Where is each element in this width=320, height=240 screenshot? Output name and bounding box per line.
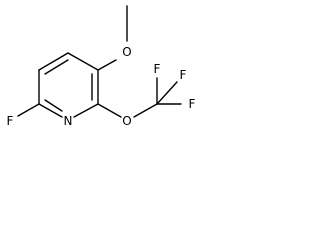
atom-label-cf3-fluorine-right: F [189, 97, 196, 111]
atom-label-trifluoromethoxy-oxygen: O [122, 114, 131, 128]
ring-bond-c3-c4 [67, 52, 99, 71]
atom-label-ring-fluorine: F [7, 114, 14, 128]
ring-double-bond-c4-c5 [44, 59, 69, 75]
atom-label-cf3-fluorine-top-left: F [154, 62, 161, 76]
atom-label-methoxy-oxygen: O [122, 45, 131, 59]
atom-label-cf3-fluorine-top-right: F [180, 68, 187, 82]
bond-trifluoromethoxy-oxygen-carbon [133, 103, 158, 118]
ring-bond-c4-c5 [38, 52, 69, 71]
atom-label-ring-nitrogen: N [64, 114, 73, 128]
bond-c2-trifluoromethoxy-oxygen [97, 103, 122, 118]
ring-double-bond-c6-n [44, 99, 63, 112]
ring-bond-n-c2 [73, 103, 99, 118]
bond-c6-fluorine [17, 103, 40, 117]
bond-cf3-fluorine-top-right [156, 81, 178, 105]
ring-bond-c6-n [38, 103, 63, 118]
bond-c3-methoxy-oxygen [97, 59, 117, 71]
chemical-structure-diagram: N F O O F F F [7, 5, 196, 128]
